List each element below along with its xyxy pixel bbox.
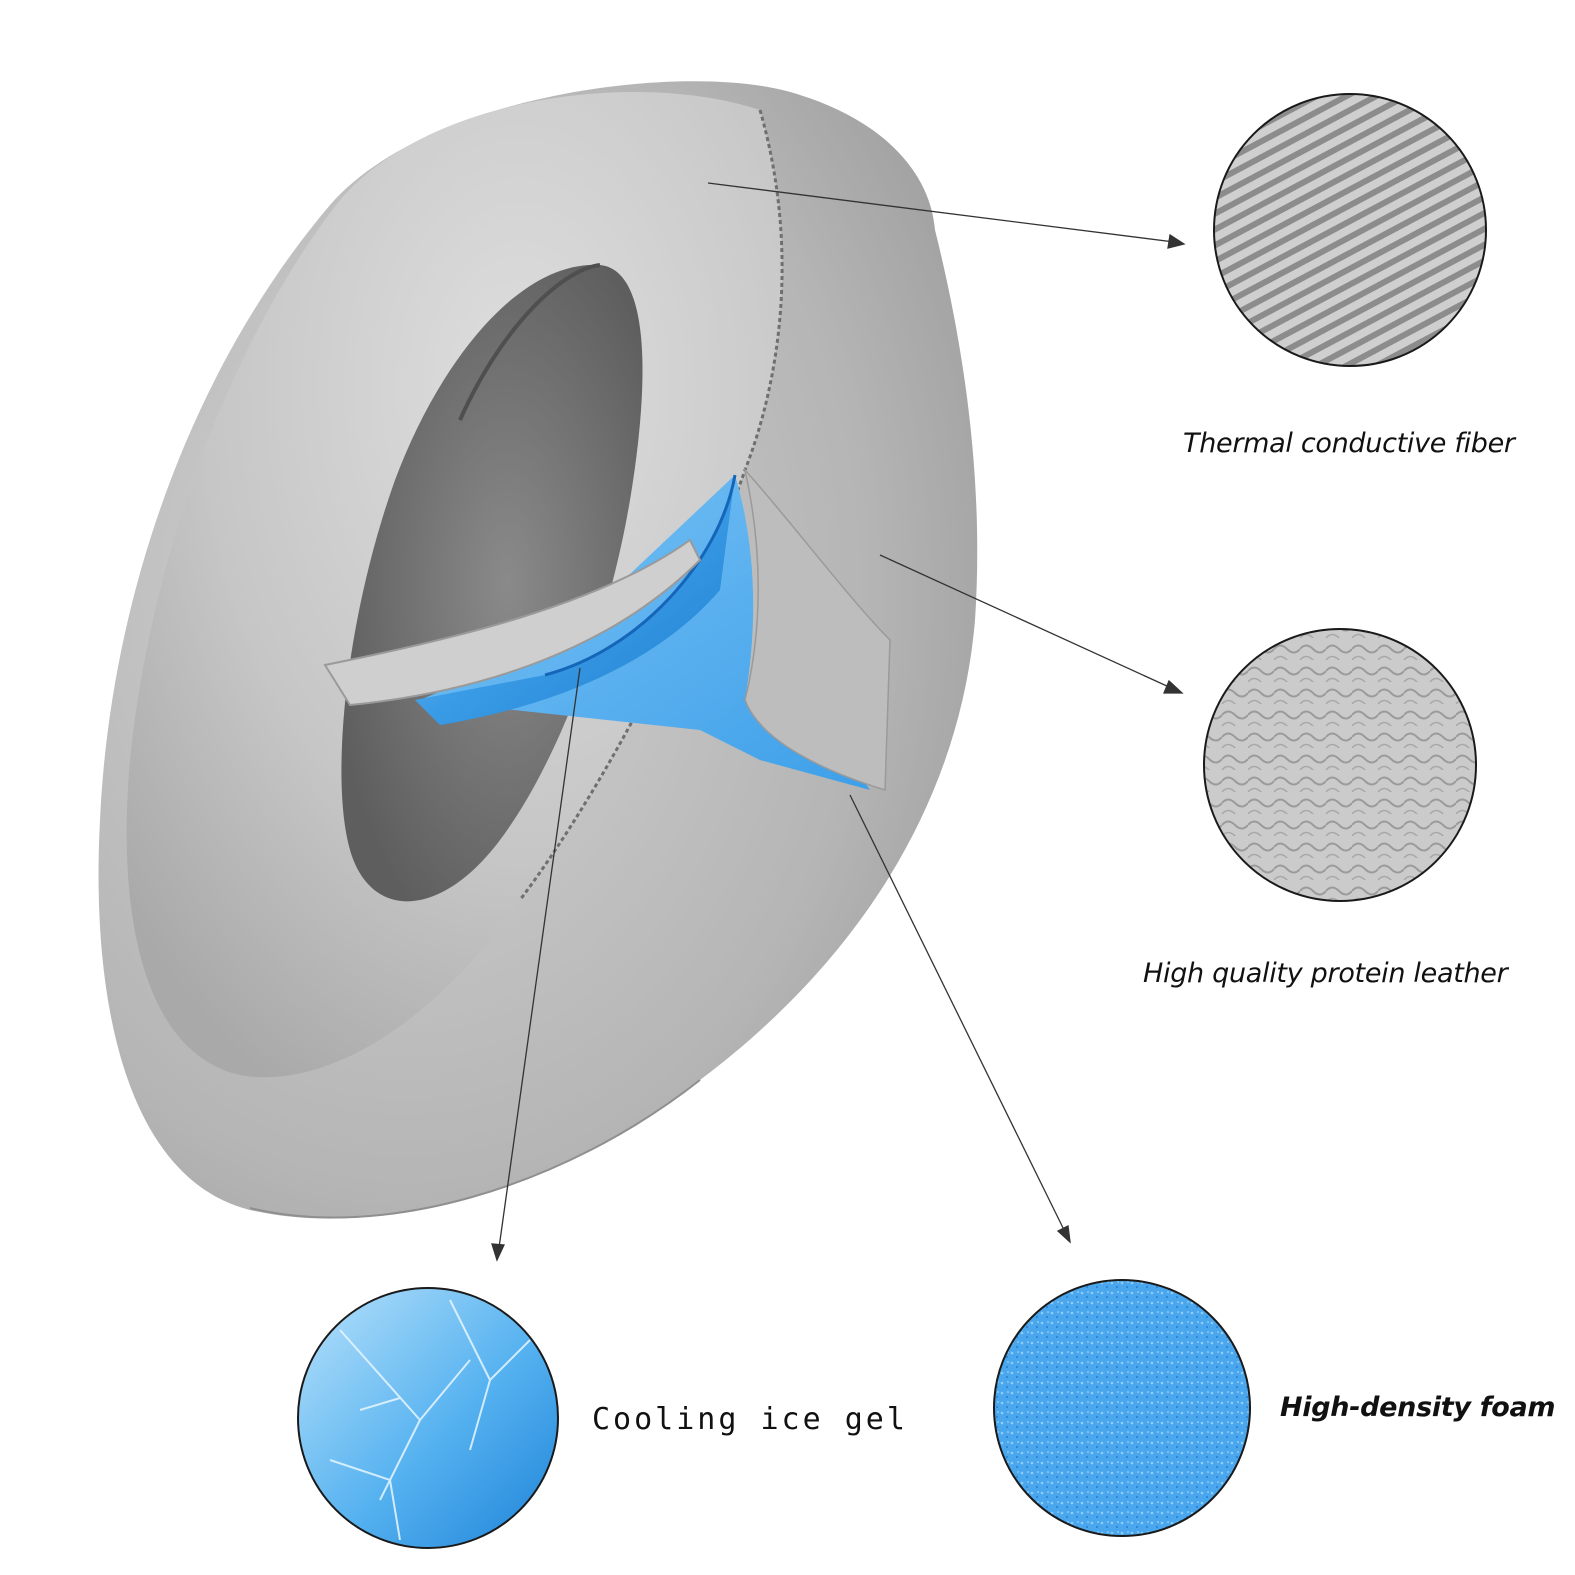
label-foam: High-density foam <box>1280 1392 1556 1423</box>
ear-cushion <box>98 81 978 1219</box>
label-cooling-gel: Cooling ice gel <box>592 1402 908 1437</box>
fiber-swatch <box>1213 93 1487 367</box>
leather-swatch <box>1203 628 1477 902</box>
label-thermal-fiber: Thermal conductive fiber <box>1183 428 1515 459</box>
callout-lines <box>491 182 1186 1262</box>
label-protein-leather: High quality protein leather <box>1143 958 1508 989</box>
gel-swatch <box>297 1287 559 1549</box>
foam-swatch <box>993 1279 1251 1537</box>
